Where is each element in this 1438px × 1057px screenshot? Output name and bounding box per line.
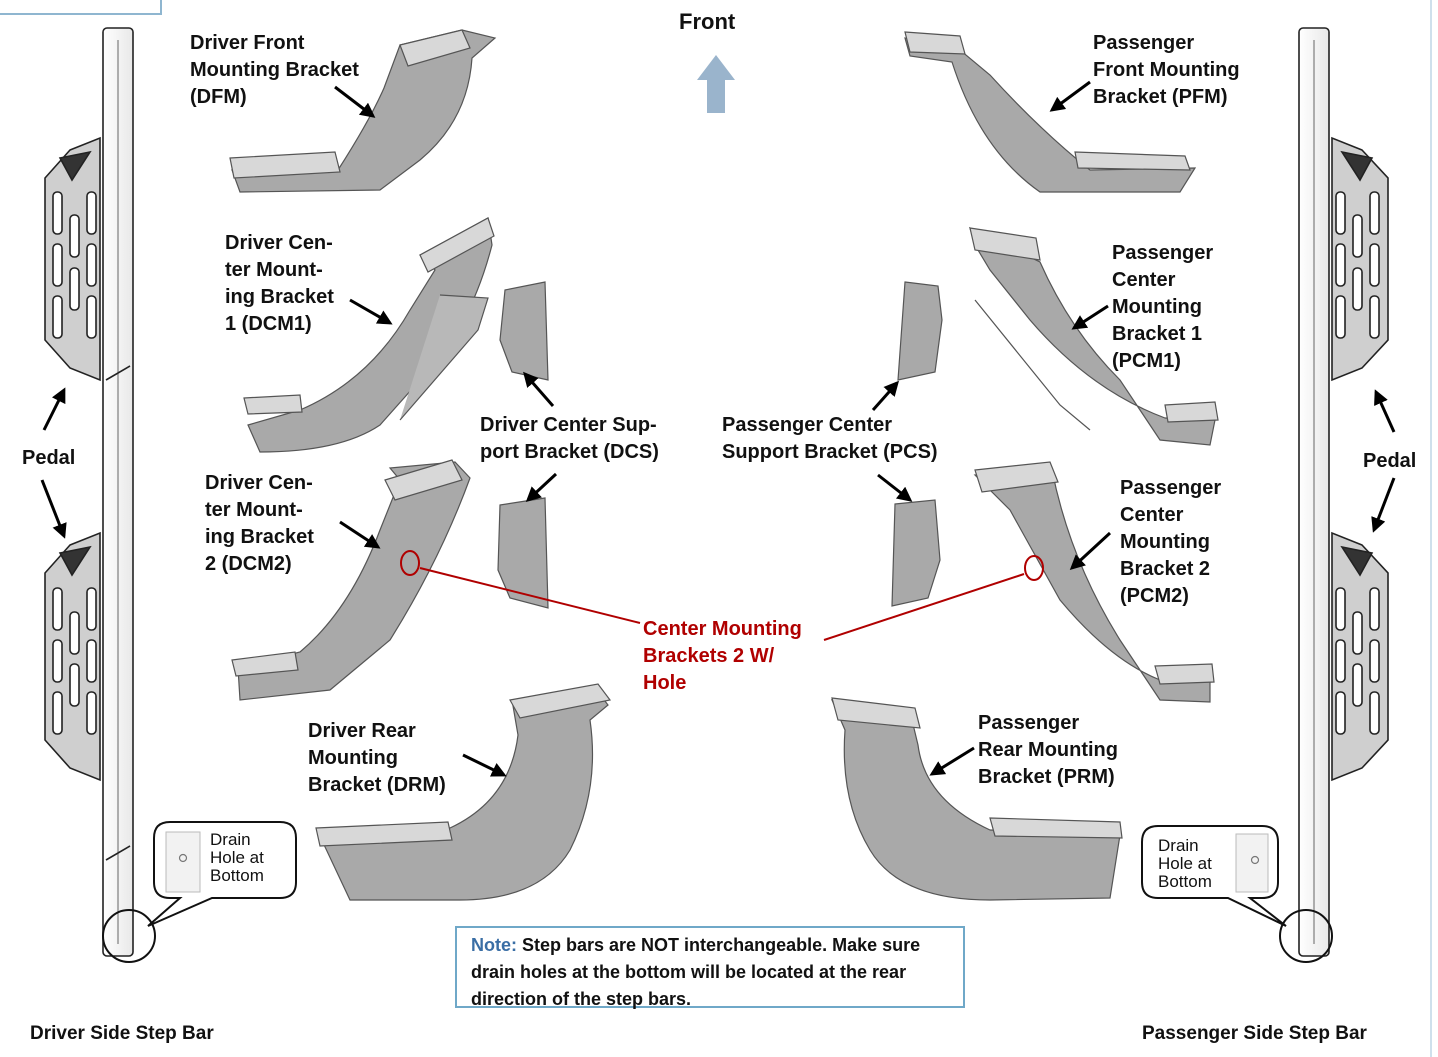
label-pfm: Passenger Front Mounting Bracket (PFM): [1093, 32, 1240, 108]
bracket-dcm2: [231, 459, 471, 701]
header-corner-box: [0, 0, 162, 15]
label-dcm2: Driver Cen- ter Mount- ing Bracket 2 (DC…: [205, 472, 314, 575]
label-dfm: Driver Front Mounting Bracket (DFM): [190, 32, 359, 108]
label-drm: Driver Rear Mounting Bracket (DRM): [308, 720, 446, 796]
bracket-dcs: [497, 281, 549, 609]
driver-bar-label: Driver Side Step Bar: [30, 1023, 214, 1044]
center-callout-label: Center Mounting Brackets 2 W/ Hole: [643, 618, 802, 694]
label-pcm2: Passenger Center Mounting Bracket 2 (PCM…: [1120, 477, 1222, 607]
bracket-pcm1: [969, 226, 1219, 446]
bracket-pfm: [904, 31, 1197, 193]
passenger-pedal-lower: [1331, 531, 1389, 782]
bracket-pcs: [891, 281, 943, 607]
drain-label-left: Drain Hole at Bottom: [210, 830, 264, 885]
pedal-label-right: Pedal: [1363, 450, 1417, 472]
note-text: Step bars are NOT interchangeable. Make …: [471, 935, 921, 1009]
drain-label-right: Drain Hole at Bottom: [1158, 836, 1212, 891]
pedal-label-left: Pedal: [22, 447, 76, 469]
front-arrow: [697, 55, 735, 113]
bracket-dfm: [229, 29, 497, 193]
driver-drain-callout: [102, 821, 297, 963]
passenger-drain-callout: [1141, 825, 1333, 963]
bracket-drm: [315, 683, 612, 901]
label-dcs: Driver Center Sup- port Bracket (DCS): [480, 414, 659, 463]
label-pcm1: Passenger Center Mounting Bracket 1 (PCM…: [1112, 242, 1214, 372]
front-label: Front: [679, 9, 736, 34]
driver-pedal-lower: [44, 531, 101, 782]
label-pcs: Passenger Center Support Bracket (PCS): [722, 414, 938, 463]
bracket-dcm1: [243, 217, 495, 453]
note-box: Note: Step bars are NOT interchangeable.…: [455, 926, 965, 1009]
bracket-pcm2: [973, 461, 1215, 703]
hole-highlight-driver: [400, 550, 641, 624]
note-label: Note:: [471, 935, 517, 955]
label-dcm1: Driver Cen- ter Mount- ing Bracket 1 (DC…: [225, 232, 334, 335]
bracket-prm: [830, 697, 1123, 901]
label-prm: Passenger Rear Mounting Bracket (PRM): [978, 712, 1118, 788]
pointer-arrows: [40, 80, 1396, 777]
page-edge-rule: [1430, 0, 1432, 1057]
passenger-pedal-upper: [1331, 136, 1389, 382]
passenger-bar-label: Passenger Side Step Bar: [1142, 1023, 1367, 1044]
passenger-step-bar: [1298, 27, 1330, 957]
hole-highlight-passenger: [823, 555, 1044, 641]
driver-pedal-upper: [44, 136, 101, 382]
driver-step-bar: [102, 27, 134, 957]
